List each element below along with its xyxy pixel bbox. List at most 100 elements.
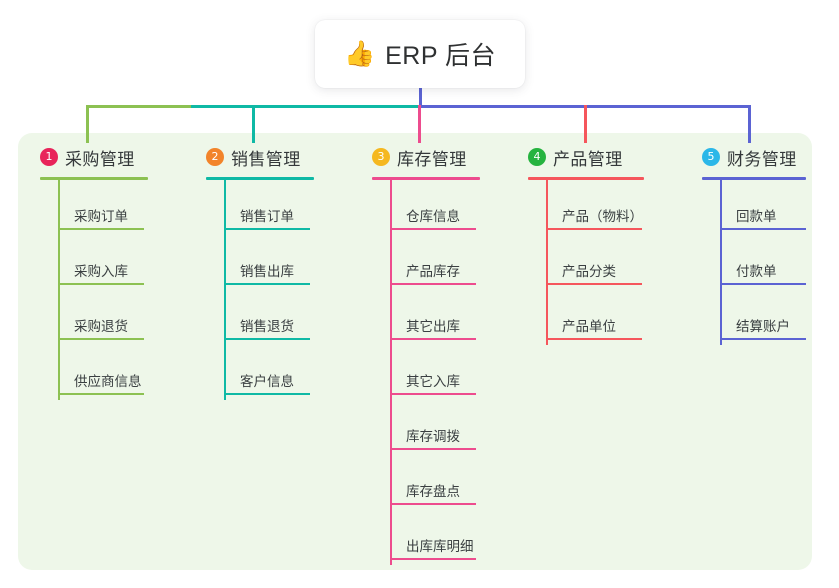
category-title: 财务管理 bbox=[727, 149, 797, 169]
tree-item-label: 供应商信息 bbox=[74, 374, 142, 389]
category-underline bbox=[372, 177, 480, 180]
tree-item-underline bbox=[720, 228, 806, 230]
tree-item-label: 采购退货 bbox=[74, 319, 128, 334]
tree-spine bbox=[546, 180, 548, 345]
tree-item[interactable]: 采购订单 bbox=[58, 180, 200, 235]
connector-bus-segment-3 bbox=[253, 105, 419, 108]
tree-item-label: 产品库存 bbox=[406, 264, 460, 279]
tree-item-label: 销售出库 bbox=[240, 264, 294, 279]
category-header[interactable]: 5 财务管理 bbox=[702, 144, 839, 170]
tree-item-label: 库存盘点 bbox=[406, 484, 460, 499]
tree-item-label: 回款单 bbox=[736, 209, 777, 224]
tree-item-label: 库存调拨 bbox=[406, 429, 460, 444]
connector-drop-column-2 bbox=[252, 105, 255, 143]
tree-item-underline bbox=[390, 558, 476, 560]
tree-item-underline bbox=[390, 338, 476, 340]
tree-item[interactable]: 库存盘点 bbox=[390, 455, 532, 510]
tree-item-underline bbox=[390, 393, 476, 395]
tree-item-label: 仓库信息 bbox=[406, 209, 460, 224]
category-items: 销售订单销售出库销售退货客户信息 bbox=[224, 180, 366, 400]
tree-item-underline bbox=[390, 448, 476, 450]
category-items: 采购订单采购入库采购退货供应商信息 bbox=[58, 180, 200, 400]
tree-item[interactable]: 销售出库 bbox=[224, 235, 366, 290]
category-items: 产品（物料） 产品分类产品单位 bbox=[546, 180, 688, 345]
tree-item-underline bbox=[720, 338, 806, 340]
tree-item-label: 采购订单 bbox=[74, 209, 128, 224]
connector-bus-segment-2 bbox=[191, 105, 253, 108]
tree-item[interactable]: 销售订单 bbox=[224, 180, 366, 235]
tree-item-underline bbox=[58, 393, 144, 395]
category-number-badge: 3 bbox=[372, 148, 390, 166]
connector-drop-column-1 bbox=[86, 105, 89, 143]
category-header[interactable]: 4 产品管理 bbox=[528, 144, 688, 170]
tree-item[interactable]: 产品（物料） bbox=[546, 180, 688, 235]
tree-item[interactable]: 其它入库 bbox=[390, 345, 532, 400]
tree-item[interactable]: 采购退货 bbox=[58, 290, 200, 345]
tree-item-label: 采购入库 bbox=[74, 264, 128, 279]
category-underline bbox=[528, 177, 644, 180]
tree-item[interactable]: 库存调拨 bbox=[390, 400, 532, 455]
connector-drop-column-3 bbox=[418, 105, 421, 143]
connector-drop-column-5 bbox=[748, 105, 751, 143]
tree-item[interactable]: 付款单 bbox=[720, 235, 839, 290]
tree-item-underline bbox=[720, 283, 806, 285]
tree-spine bbox=[224, 180, 226, 400]
category-column: 4 产品管理产品（物料） 产品分类产品单位 bbox=[528, 144, 688, 345]
tree-item[interactable]: 仓库信息 bbox=[390, 180, 532, 235]
tree-item[interactable]: 销售退货 bbox=[224, 290, 366, 345]
tree-item-underline bbox=[546, 338, 642, 340]
tree-item-label: 产品单位 bbox=[562, 319, 616, 334]
category-number-badge: 4 bbox=[528, 148, 546, 166]
tree-item-label: 付款单 bbox=[736, 264, 777, 279]
tree-item-underline bbox=[58, 228, 144, 230]
tree-item-label: 销售订单 bbox=[240, 209, 294, 224]
tree-item[interactable]: 产品库存 bbox=[390, 235, 532, 290]
tree-item[interactable]: 采购入库 bbox=[58, 235, 200, 290]
category-number-badge: 2 bbox=[206, 148, 224, 166]
tree-item-underline bbox=[224, 283, 310, 285]
connector-drop-column-4 bbox=[584, 105, 587, 143]
tree-item-label: 出库库明细 bbox=[406, 539, 474, 554]
connector-bus-segment-1 bbox=[87, 105, 191, 108]
tree-spine bbox=[58, 180, 60, 400]
tree-spine bbox=[390, 180, 392, 565]
tree-item[interactable]: 结算账户 bbox=[720, 290, 839, 345]
tree-item-label: 结算账户 bbox=[736, 319, 790, 334]
tree-item-label: 产品分类 bbox=[562, 264, 616, 279]
page-title: ERP 后台 bbox=[385, 42, 497, 70]
tree-item-underline bbox=[390, 283, 476, 285]
tree-item[interactable]: 供应商信息 bbox=[58, 345, 200, 400]
tree-item[interactable]: 客户信息 bbox=[224, 345, 366, 400]
tree-item[interactable]: 其它出库 bbox=[390, 290, 532, 345]
category-underline bbox=[206, 177, 314, 180]
tree-item-label: 销售退货 bbox=[240, 319, 294, 334]
category-column: 5 财务管理回款单付款单结算账户 bbox=[702, 144, 839, 345]
tree-item[interactable]: 出库库明细 bbox=[390, 510, 532, 565]
category-number-badge: 5 bbox=[702, 148, 720, 166]
tree-item-underline bbox=[58, 283, 144, 285]
tree-item-underline bbox=[224, 393, 310, 395]
tree-item-label: 其它出库 bbox=[406, 319, 460, 334]
category-items: 仓库信息产品库存其它出库其它入库库存调拨库存盘点出库库明细 bbox=[390, 180, 532, 565]
connector-stem bbox=[419, 88, 422, 107]
tree-item-underline bbox=[224, 338, 310, 340]
tree-item[interactable]: 回款单 bbox=[720, 180, 839, 235]
category-underline bbox=[40, 177, 148, 180]
thumbs-up-icon: 👍 bbox=[343, 39, 376, 68]
category-title: 采购管理 bbox=[65, 149, 135, 169]
tree-item[interactable]: 产品单位 bbox=[546, 290, 688, 345]
root-node-card[interactable]: 👍 ERP 后台 bbox=[315, 20, 525, 88]
tree-item-label: 产品（物料） bbox=[562, 209, 643, 224]
tree-spine bbox=[720, 180, 722, 345]
tree-item-label: 客户信息 bbox=[240, 374, 294, 389]
category-items: 回款单付款单结算账户 bbox=[720, 180, 839, 345]
tree-item-underline bbox=[224, 228, 310, 230]
category-title: 产品管理 bbox=[553, 149, 623, 169]
tree-item[interactable]: 产品分类 bbox=[546, 235, 688, 290]
